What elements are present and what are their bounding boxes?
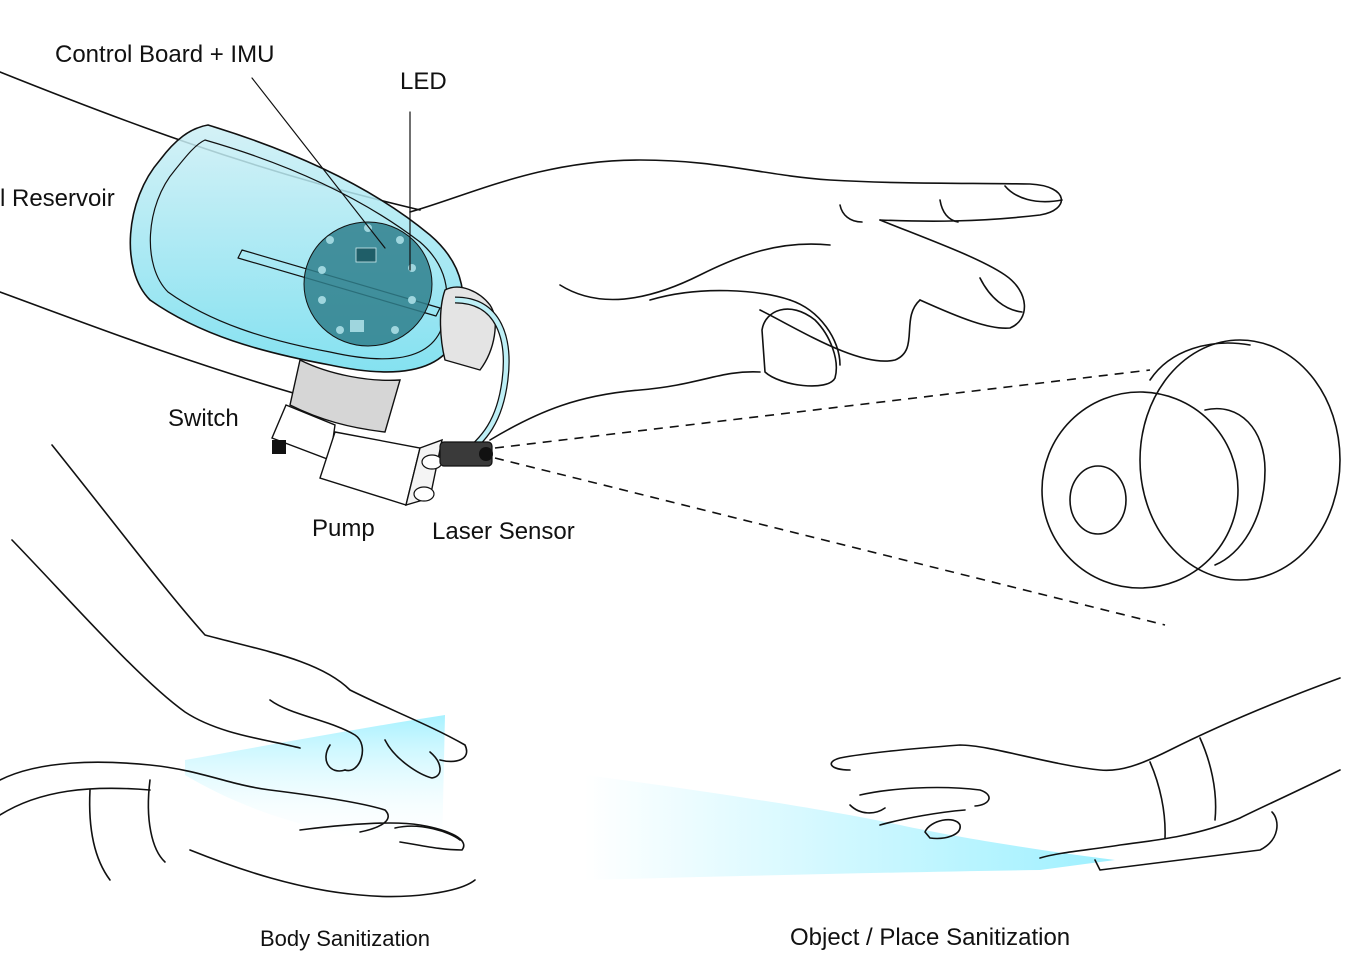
laser-sensor-label: Laser Sensor xyxy=(432,518,575,545)
door-knob xyxy=(1041,339,1341,589)
upper-hand xyxy=(409,159,1063,441)
laser-sensor xyxy=(439,441,493,467)
tube xyxy=(454,296,510,461)
object-sanitization-scene xyxy=(585,677,1341,880)
body-sanitization-scene xyxy=(0,444,476,898)
reservoir-label: l Reservoir xyxy=(0,185,115,212)
pump-label: Pump xyxy=(312,515,375,542)
control-board-label: Control Board + IMU xyxy=(55,41,275,68)
laser-beam xyxy=(494,369,1166,626)
body-sanitization-caption: Body Sanitization xyxy=(260,926,430,951)
object-sanitization-caption: Object / Place Sanitization xyxy=(790,924,1071,951)
pump xyxy=(319,431,443,507)
control-board xyxy=(303,221,433,347)
leader-lines xyxy=(251,77,411,271)
switch-label: Switch xyxy=(168,405,239,432)
led-label: LED xyxy=(400,68,447,95)
